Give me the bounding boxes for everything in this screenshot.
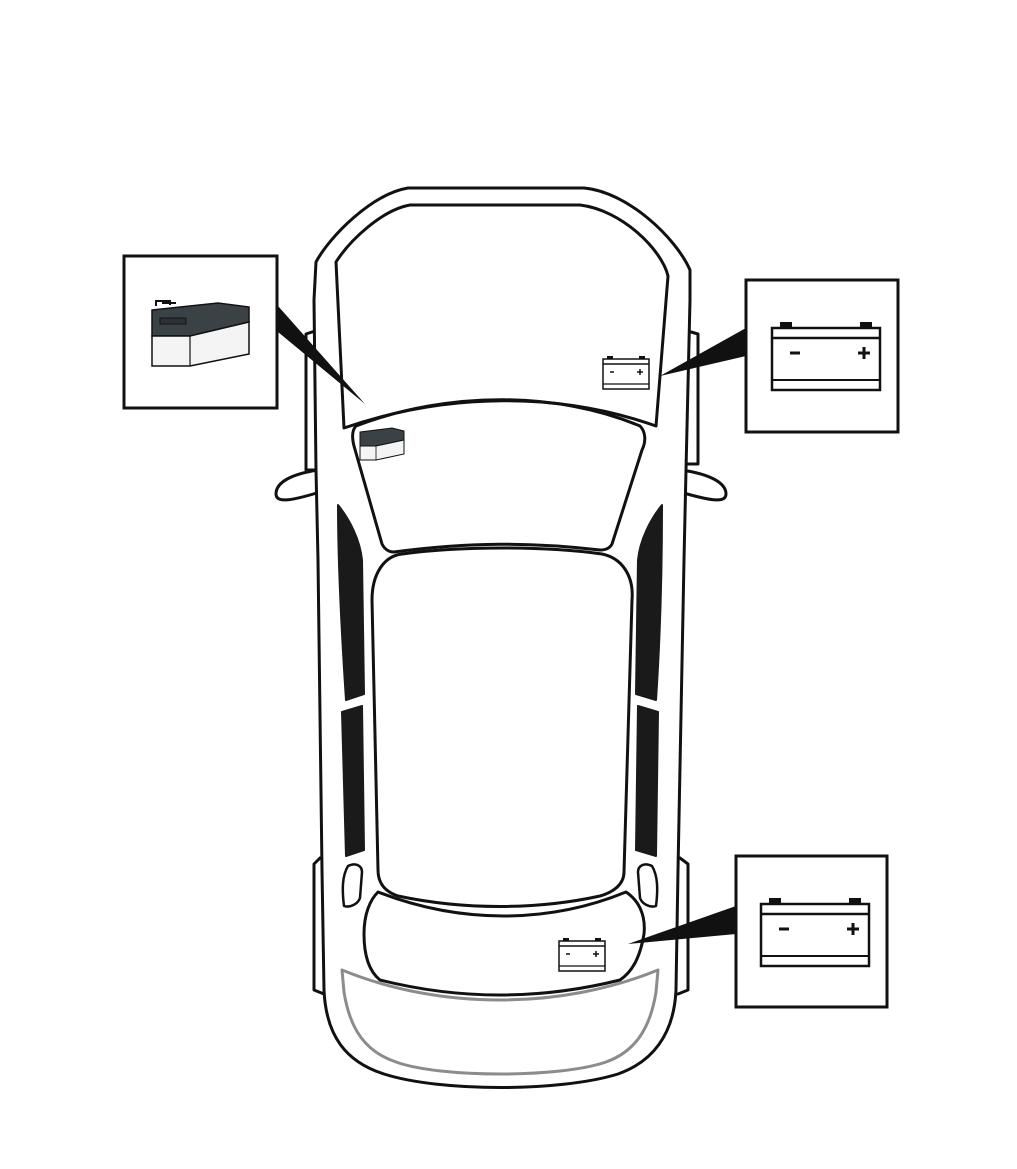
left-front-window	[337, 504, 365, 701]
roof	[370, 546, 634, 908]
engine-bay-battery-marker	[602, 355, 650, 390]
right-mirror	[678, 468, 728, 502]
car-body-outline	[312, 186, 692, 1089]
rear-left-fender	[312, 856, 326, 996]
front-left-fender	[304, 328, 322, 472]
auxiliary-battery-icon	[151, 300, 250, 367]
callout-box-auxiliary-battery	[122, 254, 279, 410]
right-front-window	[635, 504, 663, 701]
callout-box-trunk-battery	[734, 854, 889, 1009]
callout-pointer-aux	[278, 306, 365, 404]
front-right-fender	[682, 328, 700, 466]
callout-box-engine-battery	[744, 278, 900, 434]
car-battery-icon	[759, 896, 871, 968]
left-rear-window	[341, 705, 365, 857]
cabin-auxiliary-battery-marker	[359, 427, 405, 461]
callout-pointer-trunk	[628, 906, 736, 944]
trunk-battery-marker	[558, 937, 606, 972]
car-top-view	[274, 186, 728, 1089]
right-rear-window	[635, 705, 659, 857]
left-quarter-window	[341, 863, 364, 908]
left-mirror	[274, 468, 322, 502]
right-quarter-window	[636, 863, 659, 908]
car-battery-icon	[770, 320, 882, 392]
callout-pointer-engine	[660, 328, 746, 376]
rear-bumper	[340, 968, 660, 1076]
windshield	[351, 398, 647, 554]
trunk-lid	[362, 890, 646, 997]
